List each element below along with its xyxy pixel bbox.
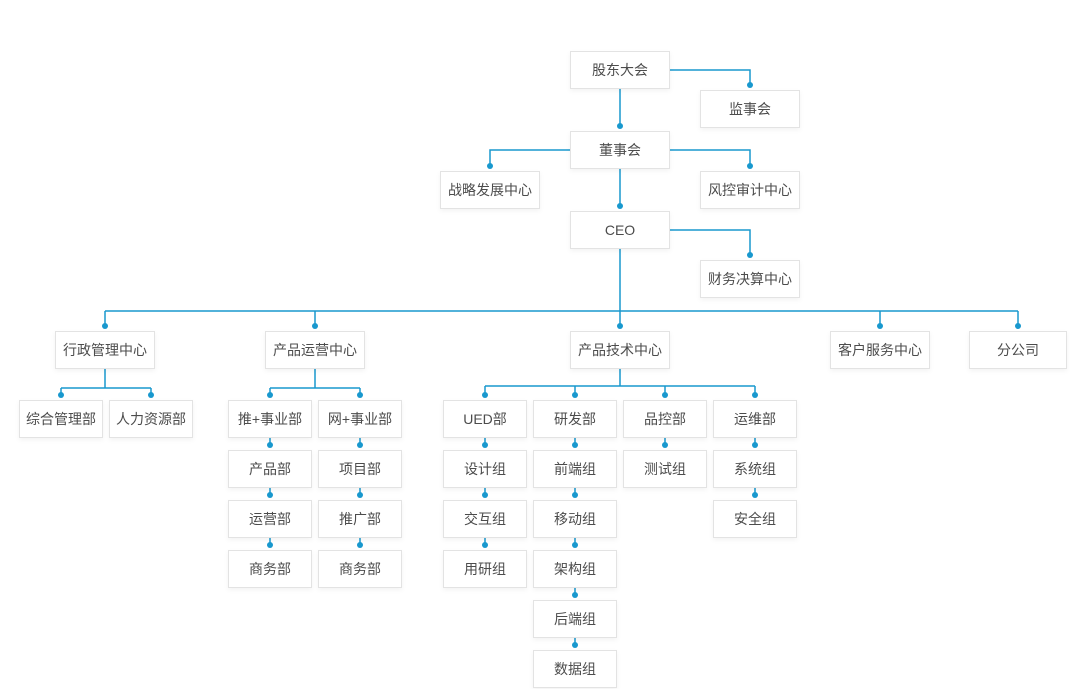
node-quality-control-dept: 品控部 xyxy=(623,400,707,438)
node-promotion-dept: 推广部 xyxy=(318,500,402,538)
node-admin-management-center: 行政管理中心 xyxy=(55,331,155,369)
node-strategy-development-center: 战略发展中心 xyxy=(440,171,540,209)
node-product-technology-center: 产品技术中心 xyxy=(570,331,670,369)
node-risk-audit-center: 风控审计中心 xyxy=(700,171,800,209)
node-wang-plus-business-unit: 网+事业部 xyxy=(318,400,402,438)
node-architecture-team: 架构组 xyxy=(533,550,617,588)
edge-column-stacks xyxy=(269,438,756,645)
node-business-dept-left: 商务部 xyxy=(228,550,312,588)
node-tui-plus-business-unit: 推+事业部 xyxy=(228,400,312,438)
trunk-drops xyxy=(104,311,1019,326)
edge-operation-children xyxy=(269,369,361,395)
node-security-team: 安全组 xyxy=(713,500,797,538)
node-mobile-team: 移动组 xyxy=(533,500,617,538)
node-operations-maintenance-dept: 运维部 xyxy=(713,400,797,438)
node-product-operation-center: 产品运营中心 xyxy=(265,331,365,369)
node-ceo: CEO xyxy=(570,211,670,249)
node-board-of-directors: 董事会 xyxy=(570,131,670,169)
node-system-team: 系统组 xyxy=(713,450,797,488)
edge-shareholders-to-supervisory xyxy=(670,69,751,85)
node-general-management-dept: 综合管理部 xyxy=(19,400,103,438)
node-financial-accounting-center: 财务决算中心 xyxy=(700,260,800,298)
node-data-team: 数据组 xyxy=(533,650,617,688)
edge-board-to-risk-audit xyxy=(670,149,751,166)
node-business-dept-right: 商务部 xyxy=(318,550,402,588)
node-customer-service-center: 客户服务中心 xyxy=(830,331,930,369)
node-frontend-team: 前端组 xyxy=(533,450,617,488)
node-user-research-team: 用研组 xyxy=(443,550,527,588)
edge-ceo-to-financial xyxy=(670,229,751,255)
edge-board-to-strategy xyxy=(489,149,570,166)
node-human-resources-dept: 人力资源部 xyxy=(109,400,193,438)
edge-admin-children xyxy=(60,369,152,395)
node-ued-dept: UED部 xyxy=(443,400,527,438)
node-branch-company: 分公司 xyxy=(969,331,1067,369)
connector-paths xyxy=(60,69,1019,645)
node-design-team: 设计组 xyxy=(443,450,527,488)
node-interaction-team: 交互组 xyxy=(443,500,527,538)
node-backend-team: 后端组 xyxy=(533,600,617,638)
node-rnd-dept: 研发部 xyxy=(533,400,617,438)
node-project-dept: 项目部 xyxy=(318,450,402,488)
connector-dots xyxy=(58,82,1021,648)
node-shareholders-meeting: 股东大会 xyxy=(570,51,670,89)
node-product-dept: 产品部 xyxy=(228,450,312,488)
node-testing-team: 测试组 xyxy=(623,450,707,488)
edge-technology-children xyxy=(484,369,756,395)
node-operation-dept: 运营部 xyxy=(228,500,312,538)
node-supervisory-board: 监事会 xyxy=(700,90,800,128)
